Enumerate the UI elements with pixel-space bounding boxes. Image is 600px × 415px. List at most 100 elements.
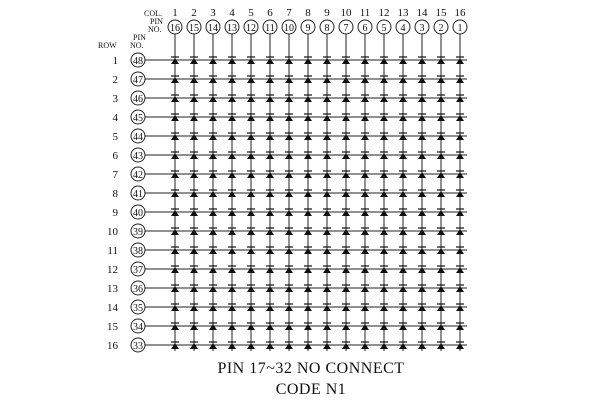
led-diode-icon <box>418 94 426 102</box>
led-diode-icon <box>171 322 179 330</box>
led-diode-icon <box>266 132 274 140</box>
led-diode-icon <box>418 246 426 254</box>
led-diode-icon <box>266 341 274 349</box>
led-diode-icon <box>342 284 350 292</box>
led-diode-icon <box>437 284 445 292</box>
led-diode-icon <box>304 189 312 197</box>
led-diode-icon <box>323 265 331 273</box>
led-diode-icon <box>228 113 236 121</box>
led-diode-icon <box>285 94 293 102</box>
led-diode-icon <box>456 94 464 102</box>
led-diode-icon <box>228 75 236 83</box>
led-diode-icon <box>285 113 293 121</box>
led-diode-icon <box>361 322 369 330</box>
column-number-label: 2 <box>191 7 197 19</box>
led-diode-icon <box>437 170 445 178</box>
led-diode-icon <box>437 113 445 121</box>
led-diode-icon <box>437 341 445 349</box>
led-diode-icon <box>171 284 179 292</box>
column-number-label: 1 <box>172 7 178 19</box>
column-number-label: 5 <box>248 7 254 19</box>
led-diode-icon <box>380 208 388 216</box>
led-diode-icon <box>304 322 312 330</box>
led-diode-icon <box>304 227 312 235</box>
column-number-label: 11 <box>360 7 371 19</box>
row-number-label: 2 <box>113 74 119 86</box>
led-diode-icon <box>266 113 274 121</box>
led-diode-icon <box>285 284 293 292</box>
led-diode-icon <box>399 151 407 159</box>
led-diode-icon <box>209 170 217 178</box>
led-diode-icon <box>209 94 217 102</box>
led-diode-icon <box>380 322 388 330</box>
caption-no-connect: PIN 17~32 NO CONNECT <box>217 360 404 377</box>
led-diode-icon <box>399 113 407 121</box>
led-diode-icon <box>361 341 369 349</box>
led-diode-icon <box>342 56 350 64</box>
led-diode-icon <box>399 170 407 178</box>
led-diode-icon <box>456 208 464 216</box>
led-diode-icon <box>437 303 445 311</box>
column-number-label: 12 <box>379 7 390 19</box>
column-pin-number: 15 <box>189 23 199 34</box>
led-diode-icon <box>437 265 445 273</box>
led-diode-icon <box>228 284 236 292</box>
row-number-label: 16 <box>107 340 119 352</box>
led-diode-icon <box>247 170 255 178</box>
led-diode-icon <box>323 113 331 121</box>
led-diode-icon <box>342 303 350 311</box>
row-pin-number: 48 <box>133 56 143 67</box>
led-diode-icon <box>304 132 312 140</box>
column-pin-number: 9 <box>306 23 311 34</box>
led-diode-icon <box>304 303 312 311</box>
led-diode-icon <box>247 151 255 159</box>
led-diode-icon <box>285 322 293 330</box>
led-diode-icon <box>456 227 464 235</box>
row-pin-number: 40 <box>133 208 143 219</box>
led-diode-icon <box>361 94 369 102</box>
led-diode-icon <box>380 94 388 102</box>
row-number-label: 9 <box>113 207 119 219</box>
led-diode-icon <box>171 246 179 254</box>
led-diode-icon <box>266 284 274 292</box>
led-diode-icon <box>342 189 350 197</box>
led-diode-icon <box>361 132 369 140</box>
row-pin-header-line1: PIN <box>133 33 146 42</box>
led-diode-icon <box>399 265 407 273</box>
led-diode-icon <box>361 303 369 311</box>
led-diode-icon <box>418 151 426 159</box>
led-diode-icon <box>304 284 312 292</box>
led-diode-icon <box>323 75 331 83</box>
led-diode-icon <box>437 189 445 197</box>
column-pin-number: 4 <box>401 23 406 34</box>
column-number-label: 3 <box>210 7 216 19</box>
led-diode-icon <box>247 189 255 197</box>
led-diode-icon <box>171 94 179 102</box>
led-diode-icon <box>380 132 388 140</box>
row-pin-header-line2: NO. <box>130 41 144 50</box>
led-diode-icon <box>380 113 388 121</box>
led-diode-icon <box>342 227 350 235</box>
led-diode-icon <box>342 94 350 102</box>
led-diode-icon <box>247 322 255 330</box>
led-diode-icon <box>380 284 388 292</box>
led-diode-icon <box>228 246 236 254</box>
column-pin-number: 12 <box>246 23 256 34</box>
led-diode-icon <box>323 341 331 349</box>
led-diode-icon <box>266 208 274 216</box>
led-diode-icon <box>228 132 236 140</box>
led-diode-icon <box>361 189 369 197</box>
led-diode-icon <box>285 170 293 178</box>
led-diode-icon <box>171 265 179 273</box>
led-diode-icon <box>418 303 426 311</box>
col-pin-header-line1: PIN <box>150 17 163 26</box>
led-diode-icon <box>456 265 464 273</box>
led-diode-icon <box>456 341 464 349</box>
led-diode-icon <box>323 170 331 178</box>
led-diode-icon <box>437 227 445 235</box>
row-number-label: 12 <box>107 264 118 276</box>
led-diode-icon <box>228 94 236 102</box>
led-diode-icon <box>209 265 217 273</box>
column-number-label: 6 <box>267 7 273 19</box>
